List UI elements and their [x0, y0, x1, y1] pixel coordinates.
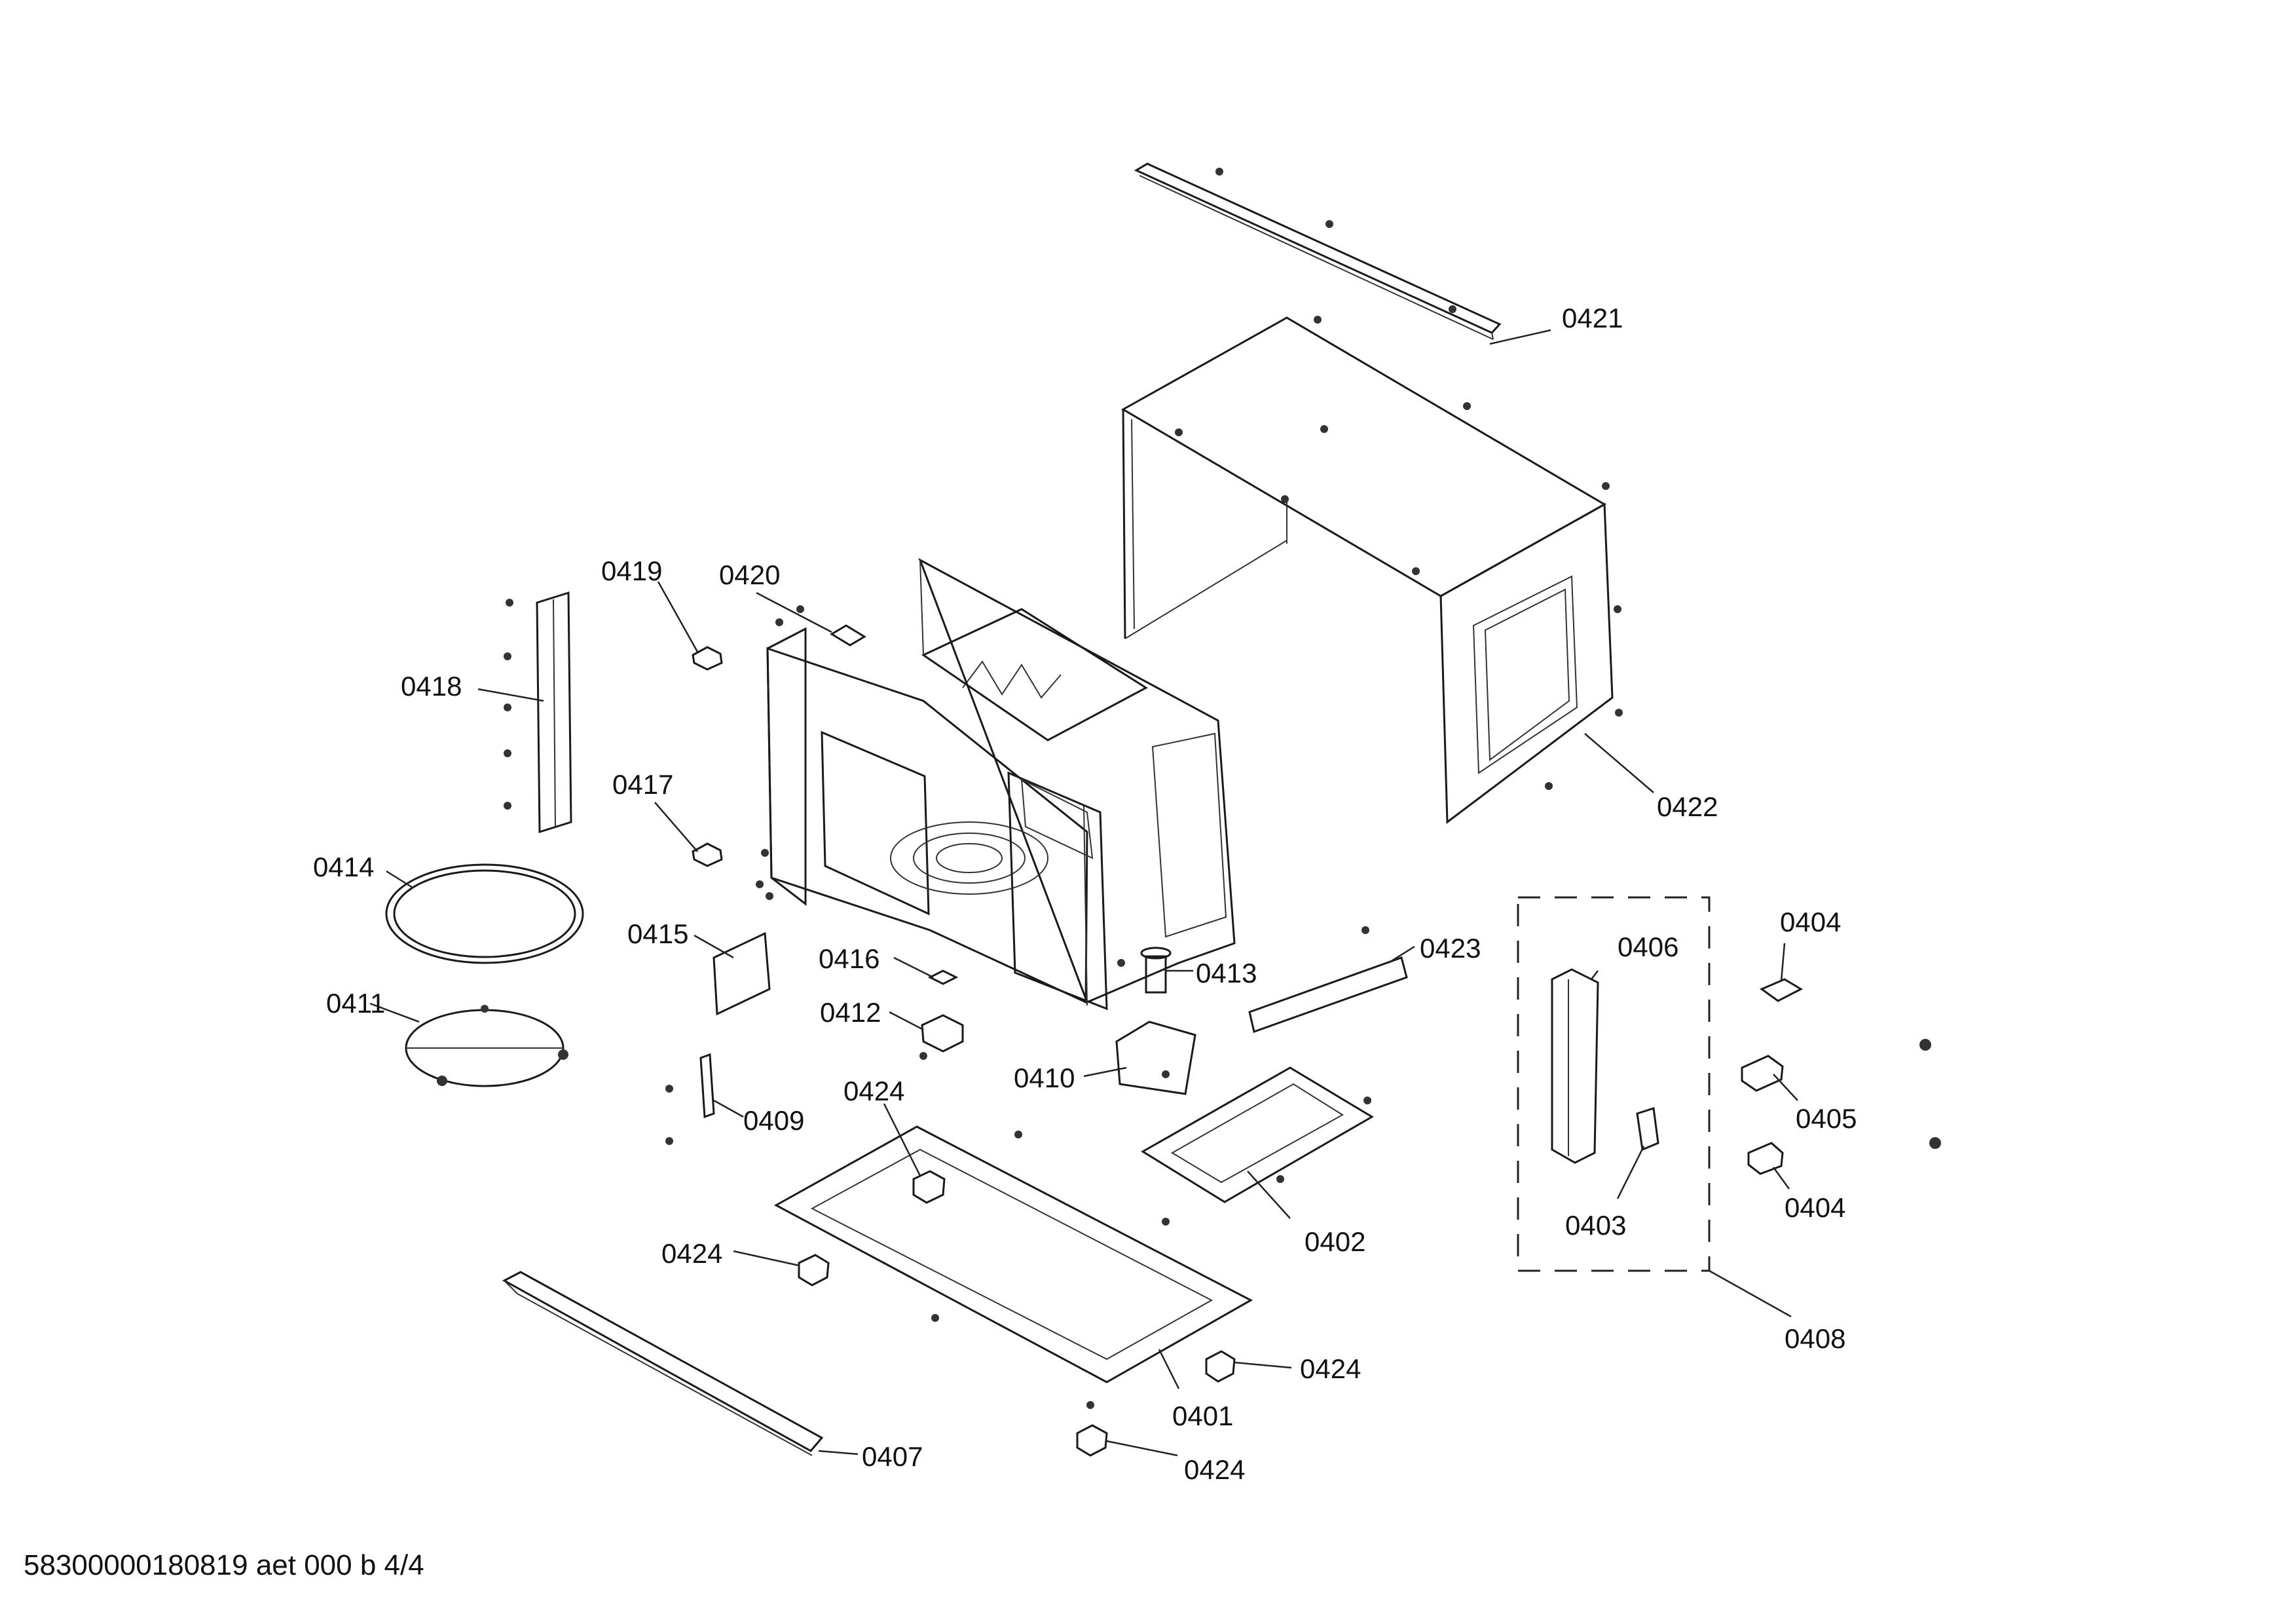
part-0406-switch-holder [1551, 968, 1599, 1164]
part-0410-cover [1115, 1021, 1196, 1095]
part-0423-bracket [1248, 956, 1408, 1033]
part-0414-roller-ring [385, 863, 584, 964]
part-label: 0401 [1172, 1400, 1233, 1431]
part-0405-switch [1741, 1055, 1784, 1092]
part-label: 0422 [1657, 791, 1718, 822]
part-label: 0404 [1785, 1192, 1845, 1223]
part-0413-fuse [1140, 947, 1172, 994]
part-label: 0420 [719, 559, 780, 590]
part-label: 0412 [820, 997, 881, 1028]
part-0408-switch-group [1517, 896, 1711, 1272]
part-0424-foot-b [798, 1254, 830, 1286]
part-0404-switch-bottom [1747, 1142, 1784, 1175]
part-0403-lever [1636, 1107, 1659, 1152]
part-0424-foot-c [1205, 1350, 1236, 1383]
part-0421-top-rail [1134, 162, 1502, 340]
part-label: 0415 [627, 918, 688, 949]
part-label: 0404 [1780, 907, 1841, 937]
part-label: 0419 [601, 555, 662, 586]
part-label: 0408 [1785, 1323, 1845, 1354]
part-0424-foot-a [912, 1170, 946, 1204]
part-label: 0406 [1618, 931, 1678, 962]
document-footer: 58300000180819 aet 000 b 4/4 [24, 1549, 424, 1581]
part-label: 0414 [313, 852, 374, 882]
part-0407-front-rail [502, 1271, 824, 1456]
part-label: 0421 [1562, 303, 1623, 333]
part-0402-plate [1141, 1066, 1374, 1203]
part-0416-coupler [927, 969, 959, 985]
part-0412-motor [921, 1014, 964, 1053]
part-label: 0409 [743, 1105, 804, 1136]
part-label: 0416 [819, 943, 880, 974]
part-0401-base [773, 1125, 1253, 1383]
cavity-assembly [766, 557, 1236, 1011]
part-0415-plate [713, 931, 771, 1016]
part-0422-outer-casing [1120, 316, 1614, 824]
part-label: 0423 [1420, 933, 1481, 964]
part-0404-switch-top [1759, 978, 1804, 1002]
part-label: 0424 [661, 1238, 722, 1269]
part-label: 0405 [1796, 1103, 1857, 1134]
part-0411-roller-support [405, 1005, 568, 1087]
part-label: 0424 [1184, 1454, 1245, 1485]
part-0420-hinge [830, 624, 866, 647]
part-label: 0424 [1300, 1353, 1361, 1384]
part-0419-bracket [692, 646, 723, 671]
part-label: 0417 [612, 769, 673, 800]
part-label: 0413 [1196, 958, 1257, 988]
part-label: 0424 [843, 1076, 904, 1106]
part-0409-strip [699, 1053, 715, 1119]
leader-lines [369, 329, 1798, 1457]
part-0424-foot-d [1076, 1424, 1108, 1457]
part-0418-side-strip [536, 591, 572, 834]
screws [504, 168, 1941, 1409]
part-label: 0403 [1565, 1210, 1626, 1241]
part-label: 0410 [1014, 1062, 1075, 1093]
part-label: 0418 [401, 671, 462, 702]
part-label: 0402 [1305, 1226, 1365, 1257]
part-label: 0411 [326, 988, 385, 1019]
part-label: 0407 [862, 1441, 923, 1472]
part-0417-bracket [692, 842, 723, 867]
